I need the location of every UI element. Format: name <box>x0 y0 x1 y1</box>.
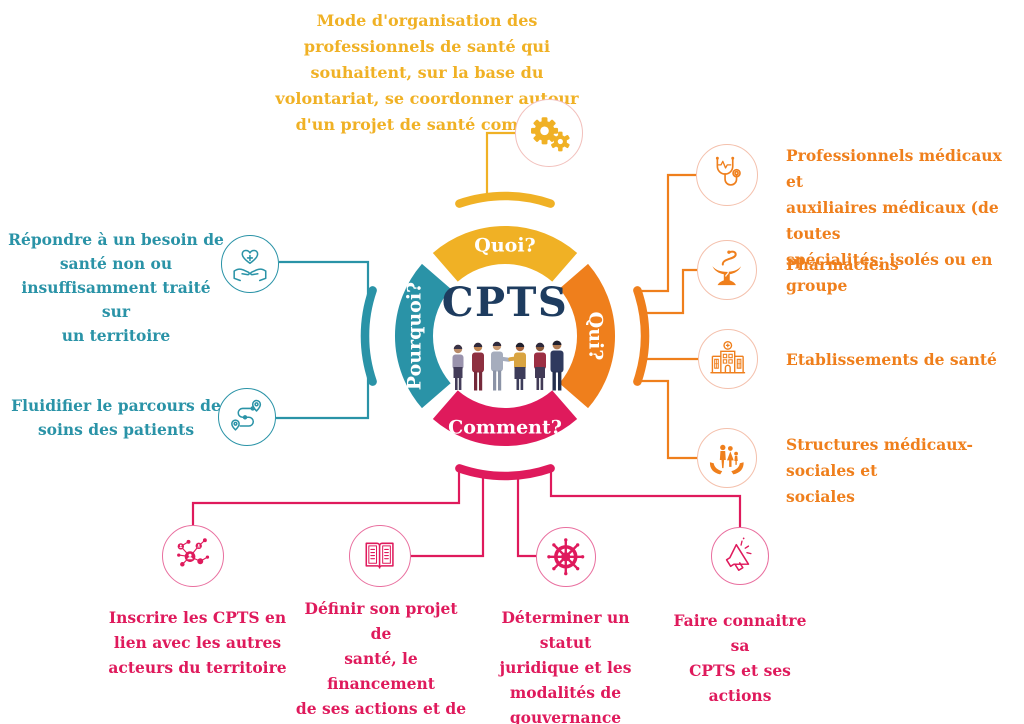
comment-item-text: Définir son projet de santé, le financem… <box>295 599 467 718</box>
hands-heart-icon <box>233 249 267 282</box>
ring-label-quoi: Quoi? <box>474 235 535 257</box>
pharmacy-icon <box>712 250 742 286</box>
qui-icon-circle-1 <box>696 144 758 206</box>
bracket-bottom <box>455 464 555 481</box>
pourquoi-icon-circle-1 <box>221 235 279 293</box>
connector-qui-4 <box>638 379 697 460</box>
helm-icon <box>547 538 585 576</box>
qui-item-text: Structures médicaux-sociales et sociales <box>786 435 973 506</box>
gears-icon <box>530 117 570 152</box>
ring-segment-quoi <box>432 226 578 283</box>
hospital-icon <box>710 341 746 374</box>
family-hands-icon <box>710 445 744 475</box>
connector-qui-1 <box>638 173 696 293</box>
people-illustration <box>452 340 564 391</box>
ring-label-pourquoi: Pourquoi? <box>404 282 426 390</box>
comment-item-text: Déterminer un statut juridique et les mo… <box>499 608 632 724</box>
care-pathway-icon <box>231 399 262 431</box>
qui-icon-circle-3 <box>698 329 758 389</box>
qui-item-text: Professionnels médicaux et auxiliaires m… <box>786 146 1002 295</box>
qui-item-text: Etablissements de santé <box>786 350 997 369</box>
comment-icon-circle-2 <box>349 525 411 587</box>
connector-comment-3 <box>516 476 536 558</box>
ring-label-comment: Comment? <box>448 417 562 439</box>
comment-icon-circle-1 <box>162 525 224 587</box>
book-icon <box>365 542 395 570</box>
center-title: CPTS <box>442 279 569 326</box>
comment-icon-circle-4 <box>711 527 769 585</box>
connector-comment-1 <box>191 468 461 525</box>
comment-icon-circle-3 <box>536 527 596 587</box>
quoi-icon-circle <box>515 99 583 167</box>
connector-pourquoi <box>276 260 370 420</box>
connector-comment-2 <box>411 474 485 558</box>
ring <box>395 226 615 446</box>
quoi-description: Mode d'organisation des professionnels d… <box>275 11 578 134</box>
bracket-right <box>633 286 650 386</box>
pourquoi-item-text: Fluidifier le parcours de soins des pati… <box>11 396 221 439</box>
ring-segment-comment <box>432 389 578 446</box>
comment-item-text: Faire connaitre sa CPTS et ses actions <box>673 611 807 705</box>
pourquoi-icon-circle-2 <box>218 388 276 446</box>
network-icon <box>177 538 210 567</box>
ring-segment-pourquoi <box>395 263 452 409</box>
connector-quoi <box>485 131 515 201</box>
stethoscope-icon <box>716 157 742 187</box>
bracket-top <box>455 191 555 208</box>
ring-segment-qui <box>558 263 615 409</box>
megaphone-icon <box>725 537 752 572</box>
brackets <box>360 191 650 481</box>
connector-lines <box>191 131 742 558</box>
qui-icon-circle-4 <box>697 428 757 488</box>
comment-item-text: Inscrire les CPTS en lien avec les autre… <box>108 608 287 677</box>
connector-comment-4 <box>549 468 742 527</box>
connector-qui-2 <box>644 268 697 315</box>
bracket-left <box>360 286 377 386</box>
ring-label-qui: Qui? <box>584 312 606 361</box>
qui-icon-circle-2 <box>697 240 757 300</box>
qui-item-text: Pharmaciens <box>786 255 899 274</box>
pourquoi-item-text: Répondre à un besoin de santé non ou ins… <box>8 230 224 345</box>
